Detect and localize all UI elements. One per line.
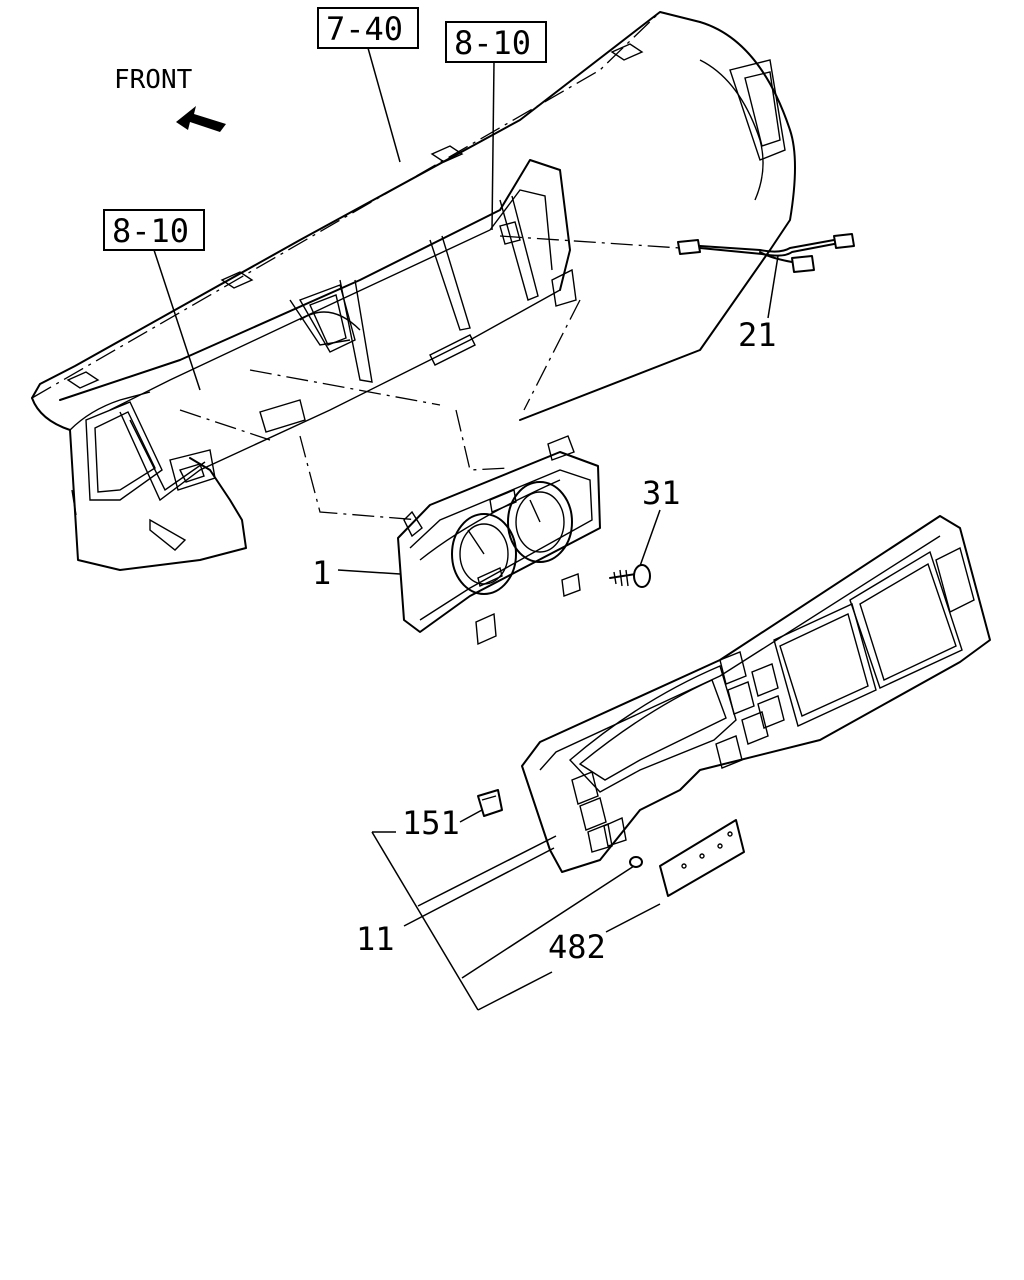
callout-1: 1: [312, 554, 331, 592]
callout-31: 31: [642, 474, 681, 512]
clip-part: 151: [402, 789, 503, 842]
front-label: FRONT: [114, 65, 193, 95]
cluster-trim-panel: 11: [356, 515, 991, 958]
front-indicator: FRONT: [114, 65, 226, 132]
reference-8-10-left: 8-10: [103, 209, 205, 391]
reference-8-10-top: 8-10: [445, 21, 547, 231]
callout-482: 482: [548, 928, 606, 966]
assembly-phantom-lines: [179, 235, 681, 521]
reference-8-10-top-text: 8-10: [454, 24, 531, 62]
dashboard-assembly: [31, 11, 796, 571]
callout-151: 151: [402, 804, 460, 842]
reference-7-40: 7-40: [317, 7, 419, 163]
front-arrow-icon: [176, 106, 226, 132]
reference-8-10-left-text: 8-10: [112, 212, 189, 250]
instrument-cluster: 1: [312, 435, 601, 646]
wire-harness: 21: [677, 233, 855, 354]
callout-11: 11: [356, 920, 395, 958]
callout-21: 21: [738, 316, 777, 354]
reference-7-40-text: 7-40: [326, 10, 403, 48]
screw-part: 31: [609, 474, 681, 588]
grouping-bracket: [371, 831, 635, 1011]
plate-part: 482: [548, 819, 745, 966]
